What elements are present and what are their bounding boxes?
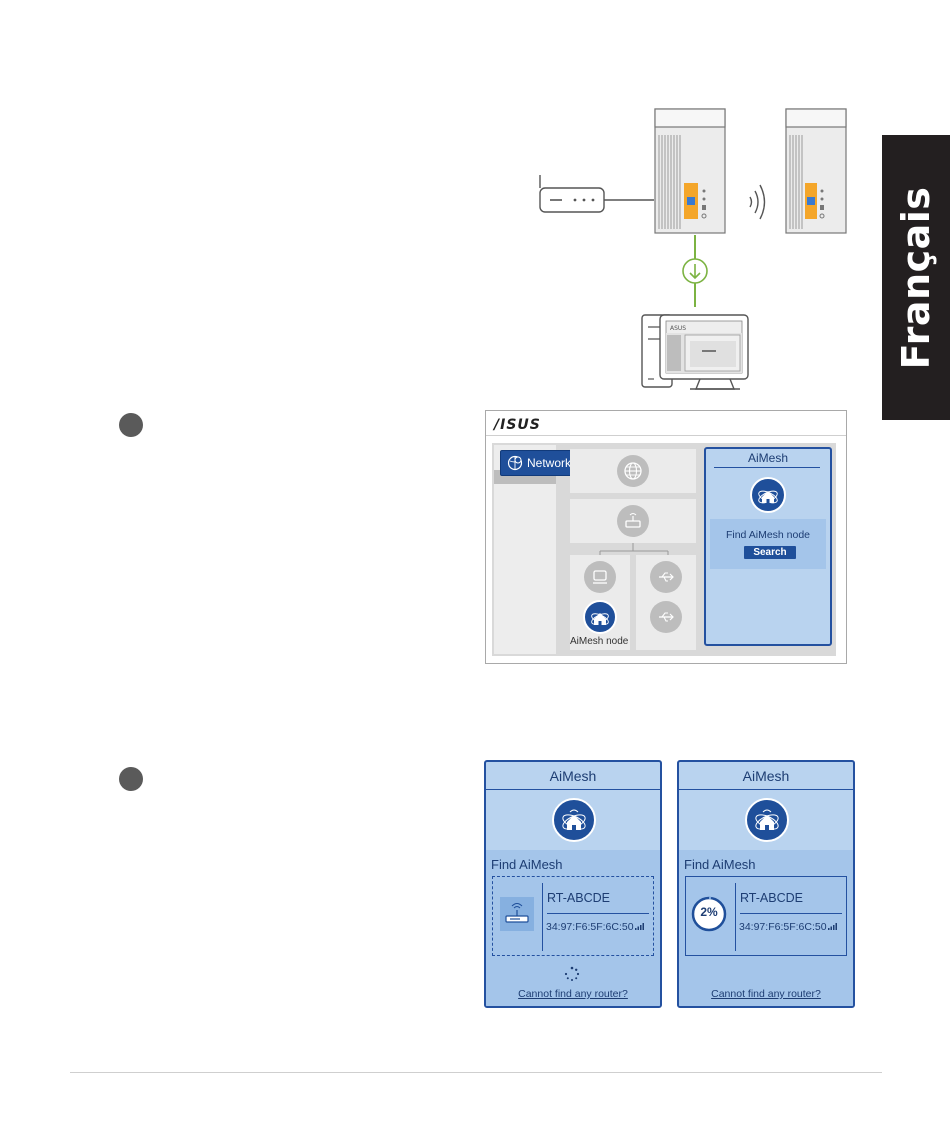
clients-card[interactable]: AiMesh node — [570, 555, 630, 650]
usb-icon — [650, 561, 682, 593]
header-divider — [486, 435, 846, 436]
modem-icon — [540, 175, 654, 212]
globe-icon — [617, 455, 649, 487]
signal-strength-icon — [828, 923, 837, 930]
router-device-icon — [500, 897, 534, 931]
device-divider — [547, 913, 649, 914]
find-label: Find AiMesh — [491, 857, 563, 872]
router-node-icon — [786, 109, 846, 233]
svg-text:ASUS: ASUS — [670, 325, 686, 332]
router-card[interactable] — [570, 499, 696, 543]
monitor-icon — [584, 561, 616, 593]
map-pin-icon — [507, 455, 523, 471]
panel-divider — [679, 789, 853, 790]
cannot-find-router-link[interactable]: Cannot find any router? — [679, 988, 853, 1000]
device-entry[interactable]: RT-ABCDE 34:97:F6:5F:6C:50 — [492, 876, 654, 956]
router-icon — [617, 505, 649, 537]
device-divider — [740, 913, 842, 914]
panel-divider — [486, 789, 660, 790]
find-label: Find AiMesh — [684, 857, 756, 872]
language-tab: Français — [882, 135, 950, 420]
aimesh-node-icon[interactable] — [583, 600, 617, 634]
device-mac: 34:97:F6:5F:6C:50 — [546, 921, 644, 933]
aimesh-progress-panel: AiMesh Find AiMesh 2% RT-ABCDE 34:97:F6:… — [677, 760, 855, 1008]
usb-icon — [650, 601, 682, 633]
wired-connection-icon — [683, 235, 707, 307]
aimesh-icon — [745, 798, 789, 842]
language-label: Français — [894, 186, 938, 369]
router-web-ui: /ISUS Network Map — [485, 410, 847, 664]
progress-text: 2% — [690, 905, 728, 919]
aimesh-icon — [552, 798, 596, 842]
step-marker — [119, 413, 143, 437]
find-node-section: Find AiMesh node Search — [710, 519, 826, 569]
device-info: RT-ABCDE 34:97:F6:5F:6C:50 — [542, 883, 653, 951]
router-primary-icon — [655, 109, 725, 233]
usb-card[interactable] — [636, 555, 696, 650]
computer-icon: ASUS — [642, 315, 748, 389]
device-name: RT-ABCDE — [740, 891, 803, 905]
aimesh-search-panel: AiMesh Find AiMesh RT-ABCDE 34:97:F6:5F:… — [484, 760, 662, 1008]
aimesh-node-label: AiMesh node — [570, 636, 644, 647]
cannot-find-router-link[interactable]: Cannot find any router? — [486, 988, 660, 1000]
loading-spinner-icon — [564, 966, 580, 982]
aimesh-panel-title: AiMesh — [706, 451, 830, 465]
device-name: RT-ABCDE — [547, 891, 610, 905]
setup-diagram: ASUS — [530, 105, 860, 395]
internet-card[interactable] — [570, 449, 696, 493]
device-entry[interactable]: 2% RT-ABCDE 34:97:F6:5F:6C:50 — [685, 876, 847, 956]
panel-divider — [714, 467, 820, 468]
footer-divider — [70, 1072, 882, 1073]
find-node-text: Find AiMesh node — [710, 529, 826, 541]
panel-title: AiMesh — [679, 768, 853, 784]
step-marker — [119, 767, 143, 791]
wireless-signal-icon — [750, 185, 765, 219]
asus-logo: /ISUS — [494, 417, 541, 433]
device-mac: 34:97:F6:5F:6C:50 — [739, 921, 837, 933]
panel-title: AiMesh — [486, 768, 660, 784]
device-info: RT-ABCDE 34:97:F6:5F:6C:50 — [735, 883, 846, 951]
aimesh-icon — [750, 477, 786, 513]
ui-content: Network Map A — [492, 443, 836, 656]
signal-strength-icon — [635, 923, 644, 930]
aimesh-panel: AiMesh Find AiMesh node Search — [704, 447, 832, 646]
search-button[interactable]: Search — [744, 546, 796, 559]
